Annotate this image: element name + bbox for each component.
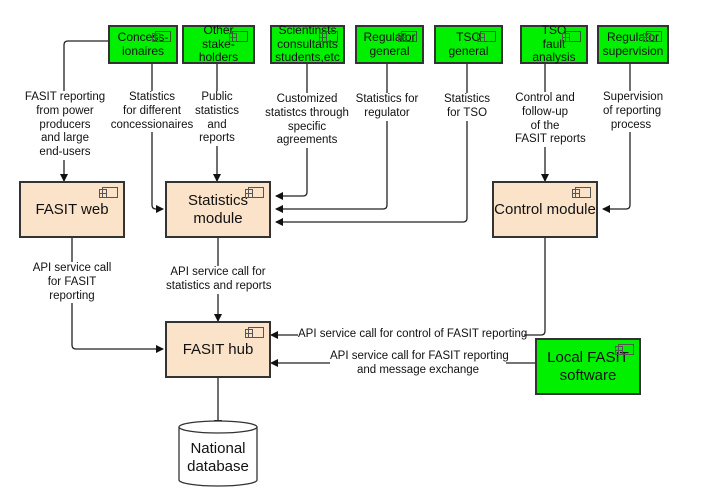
component-icon (319, 31, 338, 42)
edge-label-concessionaires-stats: Statistics for different concessionaires (110, 91, 194, 133)
edge-control-hub (270, 238, 546, 339)
edge-label-web-hub: API service call for FASIT reporting (30, 262, 114, 304)
module-label: Statistics module (187, 192, 248, 227)
component-icon (615, 344, 634, 355)
module-label: FASIT web (35, 200, 109, 218)
edge-regsup-control (602, 64, 631, 213)
actor-label: TSO fault analysis (532, 22, 576, 65)
module-label: FASIT hub (182, 340, 254, 358)
edge-label-scientists-stats: Customized statistcs through specific ag… (262, 93, 352, 149)
module-fasit-web[interactable]: FASIT web (19, 181, 125, 238)
module-fasit-hub[interactable]: FASIT hub (165, 321, 271, 378)
component-icon (643, 31, 662, 42)
edge-label-local-hub: API service call for FASIT reporting and… (330, 350, 509, 378)
edge-concessionaires-web (60, 40, 108, 182)
edge-web-hub (71, 238, 164, 353)
actor-label: Regulator supervision (602, 29, 664, 58)
component-icon (99, 187, 118, 198)
edge-scientists-stats (275, 64, 308, 200)
edge-regulator-stats (275, 64, 388, 213)
component-icon (245, 187, 264, 198)
module-local-fasit-software[interactable]: Local FASIT software (535, 338, 641, 395)
edge-label-regsup-control: Supervision of reporting process (603, 91, 664, 133)
actor-label: TSO general (448, 29, 489, 58)
module-label: Control module (494, 200, 596, 218)
edge-concessionaires-stats (151, 64, 164, 213)
component-icon (398, 31, 417, 42)
actor-scientists[interactable]: Scientinsts consultants students,etc (270, 23, 345, 64)
actor-regulator-supervision[interactable]: Regulator supervision (597, 25, 669, 64)
actor-label: Other stake- holders (198, 22, 239, 65)
actor-other-stakeholders[interactable]: Other stake- holders (182, 22, 255, 65)
edge-label-concessionaires-web: FASIT reporting from power producers and… (24, 91, 106, 160)
database-cylinder (178, 420, 258, 487)
component-icon (229, 31, 248, 42)
edge-label-control-hub: API service call for control of FASIT re… (298, 328, 528, 342)
component-icon (477, 31, 496, 42)
national-database-label: National database (187, 440, 249, 475)
component-icon (245, 327, 264, 338)
actor-tso-general[interactable]: TSO general (434, 25, 503, 64)
actor-concessionaires[interactable]: Concess- ionaires (108, 25, 178, 64)
module-statistics[interactable]: Statistics module (165, 181, 271, 238)
actor-tso-fault-analysis[interactable]: TSO fault analysis (520, 22, 588, 65)
edge-tso-stats (275, 64, 468, 226)
component-icon (562, 31, 581, 42)
component-icon (152, 31, 171, 42)
module-control[interactable]: Control module (492, 181, 598, 238)
edge-label-tso-stats: Statistics for TSO (443, 93, 491, 121)
edge-label-stakeholders-stats: Public statistics and reports (193, 91, 241, 147)
edge-label-tsofault-control: Control and follow-up of the FASIT repor… (515, 92, 586, 148)
edge-label-stats-hub: API service call for statistics and repo… (166, 266, 272, 294)
actor-regulator-general[interactable]: Regulator general (355, 25, 424, 64)
component-icon (572, 187, 591, 198)
edge-label-regulator-stats: Statistics for regulator (352, 93, 422, 121)
